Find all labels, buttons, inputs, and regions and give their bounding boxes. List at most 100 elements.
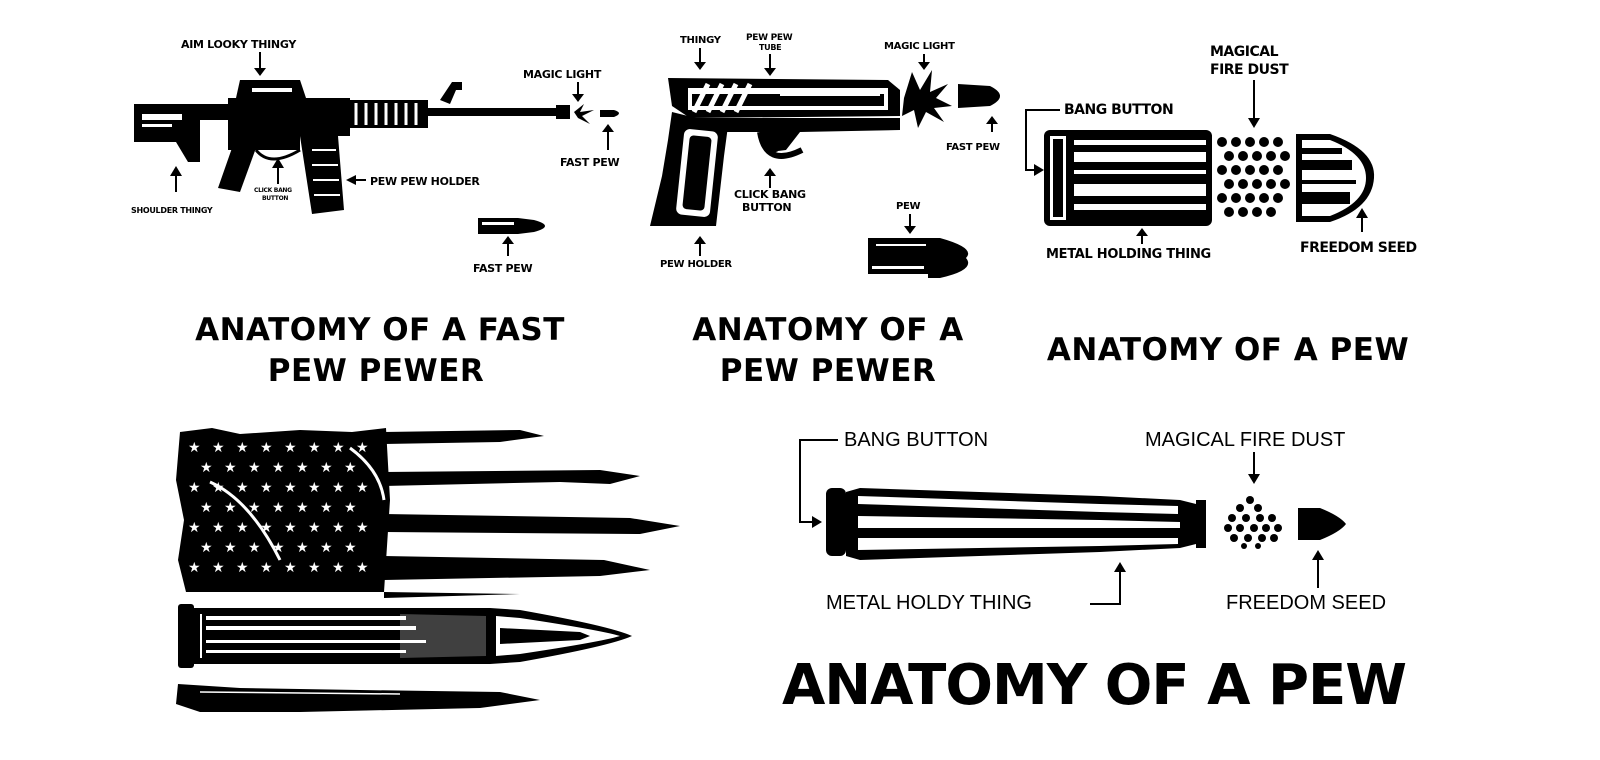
pistol-click-bang-label-2: BUTTON (742, 201, 791, 214)
distressed-flag-illustration: ★ ★ ★ ★ ★ ★ ★ ★ ★ ★ ★ ★ ★ ★ ★ ★ ★ ★ ★ ★ ★ ★ ★ ★ ★ ★ ★ ★ ★ ★ ★ ★ ★ ★ ★ ★… (176, 428, 680, 712)
svg-text:★: ★ (272, 500, 285, 516)
svg-text:★: ★ (320, 500, 333, 516)
rifle-illustration (134, 80, 570, 214)
arrowhead-icon (1034, 164, 1044, 176)
svg-text:★: ★ (188, 560, 201, 576)
arrowhead-icon (986, 116, 998, 124)
pistol-title-line2: PEW PEWER (720, 353, 937, 389)
arrowhead-icon (1356, 208, 1368, 218)
svg-text:★: ★ (272, 460, 285, 476)
pistol-magic-light-label: MAGIC LIGHT (884, 41, 955, 52)
svg-text:★: ★ (260, 560, 273, 576)
cartridge-title: ANATOMY OF A PEW (782, 653, 1406, 718)
bullet-panel: MAGICAL FIRE DUST BANG BUTTON METAL HOLD… (1025, 44, 1417, 368)
bullet-bang-button-label: BANG BUTTON (1064, 102, 1173, 118)
svg-text:★: ★ (308, 440, 321, 456)
arrow-icon (799, 439, 838, 523)
cartridge-panel: BANG BUTTON MAGICAL FIRE DUST METAL HOLD… (782, 429, 1407, 718)
arrowhead-icon (812, 516, 822, 528)
pistol-pew-label: PEW (896, 201, 921, 212)
arrow-icon (1025, 109, 1060, 171)
rifle-fired-bullet-icon (600, 110, 619, 117)
svg-text:★: ★ (200, 540, 213, 556)
rifle-fast-pew-bottom-label: FAST PEW (473, 262, 532, 275)
svg-text:★: ★ (356, 520, 369, 536)
svg-text:★: ★ (224, 540, 237, 556)
svg-text:★: ★ (212, 520, 225, 536)
arrowhead-icon (764, 168, 776, 176)
arrowhead-icon (918, 62, 930, 70)
cartridge-bang-button-label: BANG BUTTON (844, 429, 988, 451)
svg-text:★: ★ (320, 460, 333, 476)
arrowhead-icon (254, 68, 266, 76)
rifle-shoulder-label: SHOULDER THINGY (131, 206, 213, 215)
svg-text:★: ★ (284, 440, 297, 456)
arrowhead-icon (1114, 562, 1126, 572)
svg-text:★: ★ (224, 500, 237, 516)
svg-text:★: ★ (308, 480, 321, 496)
svg-text:★: ★ (212, 440, 225, 456)
svg-text:★: ★ (200, 460, 213, 476)
pistol-click-bang-label: CLICK BANG (734, 188, 806, 201)
svg-text:★: ★ (332, 440, 345, 456)
pistol-cartridge-icon (868, 238, 969, 278)
arrowhead-icon (1136, 228, 1148, 236)
svg-text:★: ★ (344, 500, 357, 516)
arrowhead-icon (272, 158, 284, 168)
arrow-icon (1090, 568, 1121, 605)
svg-text:★: ★ (248, 500, 261, 516)
rifle-pew-pew-holder-label: PEW PEW HOLDER (370, 175, 480, 188)
svg-text:★: ★ (260, 480, 273, 496)
arrowhead-icon (1248, 118, 1260, 128)
rifle-title-line1: ANATOMY OF A FAST (195, 312, 565, 348)
svg-text:★: ★ (332, 520, 345, 536)
svg-text:★: ★ (236, 560, 249, 576)
svg-text:★: ★ (356, 560, 369, 576)
cartridge-casing-illustration (826, 488, 1206, 560)
arrowhead-icon (602, 124, 614, 132)
rifle-click-bang-label-2: BUTTON (262, 195, 288, 202)
svg-text:★: ★ (236, 480, 249, 496)
rifle-click-bang-label: CLICK BANG (254, 187, 292, 194)
svg-text:★: ★ (356, 480, 369, 496)
svg-text:★: ★ (320, 540, 333, 556)
svg-text:★: ★ (224, 460, 237, 476)
svg-text:★: ★ (344, 540, 357, 556)
pistol-tube-label: PEW PEW (746, 33, 793, 43)
pistol-tube-label-2: TUBE (759, 43, 781, 52)
pistol-panel: THINGY PEW PEW TUBE MAGIC LIGHT FAST PEW… (650, 33, 1000, 389)
pistol-fast-pew-label: FAST PEW (946, 142, 1000, 153)
svg-text:★: ★ (188, 480, 201, 496)
bullet-tip-illustration (1296, 134, 1375, 222)
svg-text:★: ★ (284, 480, 297, 496)
arrowhead-icon (170, 166, 182, 176)
svg-text:★: ★ (284, 560, 297, 576)
svg-text:★: ★ (200, 500, 213, 516)
arrowhead-icon (1312, 550, 1324, 560)
svg-text:★: ★ (308, 560, 321, 576)
arrowhead-icon (694, 236, 706, 244)
rifle-fast-pew-top-label: FAST PEW (560, 156, 619, 169)
svg-text:★: ★ (332, 560, 345, 576)
svg-text:★: ★ (236, 520, 249, 536)
svg-text:★: ★ (260, 440, 273, 456)
bullet-title: ANATOMY OF A PEW (1047, 332, 1409, 368)
pistol-fired-bullet-icon (958, 84, 1000, 108)
rifle-aim-label: AIM LOOKY THINGY (181, 38, 297, 51)
rifle-title-line2: PEW PEWER (268, 353, 485, 389)
svg-text:★: ★ (296, 460, 309, 476)
svg-text:★: ★ (308, 520, 321, 536)
pistol-thingy-label: THINGY (680, 35, 722, 46)
arrowhead-icon (502, 236, 514, 244)
svg-text:★: ★ (284, 520, 297, 536)
rifle-panel: AIM LOOKY THINGY MAGIC LIGHT FAST PEW PE… (131, 38, 620, 389)
svg-text:★: ★ (188, 520, 201, 536)
powder-dots-icon (1217, 137, 1290, 217)
cartridge-bullet-tip-icon (1298, 508, 1346, 540)
rifle-round-icon (478, 218, 545, 234)
arrowhead-icon (346, 175, 356, 185)
svg-text:★: ★ (296, 500, 309, 516)
cartridge-freedom-label: FREEDOM SEED (1226, 592, 1386, 614)
bullet-freedom-label: FREEDOM SEED (1300, 240, 1417, 256)
